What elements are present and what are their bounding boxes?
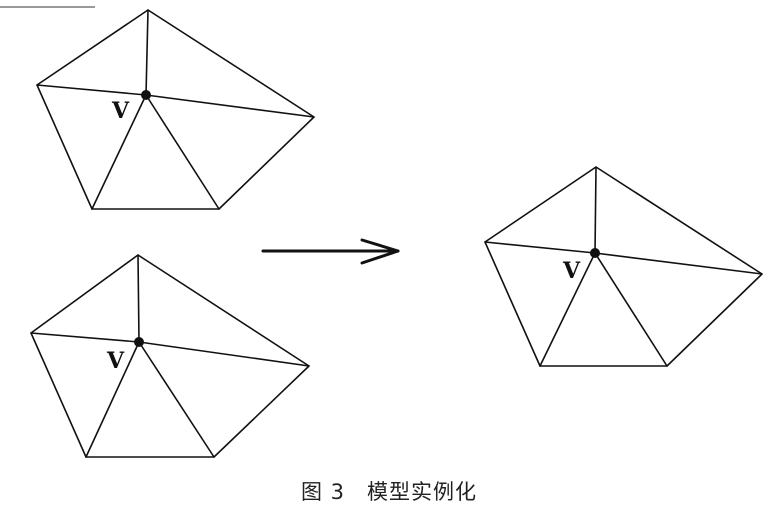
mesh-edge (36, 84, 147, 96)
mesh-edge (85, 341, 140, 458)
mesh-right-result: V (484, 166, 763, 367)
mesh-edge (30, 332, 140, 343)
vertex-label: V (106, 348, 125, 374)
mesh-edge (594, 166, 597, 254)
mesh-edge (138, 341, 310, 367)
mesh-edge (91, 94, 147, 210)
caption-number: 图 3 (300, 480, 346, 504)
vertex-point (141, 90, 151, 100)
figure-caption: 图 3 模型实例化 (0, 476, 778, 506)
mesh-top-left: V (36, 9, 315, 210)
mesh-edge (484, 241, 596, 254)
vertex-label: V (562, 258, 581, 284)
mesh-edge (145, 94, 315, 118)
mesh-edge (594, 252, 763, 275)
mesh-outline (484, 166, 763, 367)
arrow-head (360, 238, 400, 265)
mesh-outline (30, 254, 310, 458)
mesh-edge (594, 252, 668, 367)
mesh-edge (138, 341, 215, 458)
mesh-edge (539, 252, 596, 367)
caption-text: 模型实例化 (367, 480, 478, 504)
mesh-edge (137, 254, 140, 343)
transform-arrow (261, 238, 400, 265)
vertex-point (134, 337, 144, 347)
mesh-edge (145, 9, 149, 96)
vertex-label: V (111, 98, 130, 124)
vertex-point (590, 248, 600, 258)
mesh-outline (36, 9, 315, 210)
mesh-edge (145, 94, 220, 210)
mesh-bottom-left: V (30, 254, 310, 458)
